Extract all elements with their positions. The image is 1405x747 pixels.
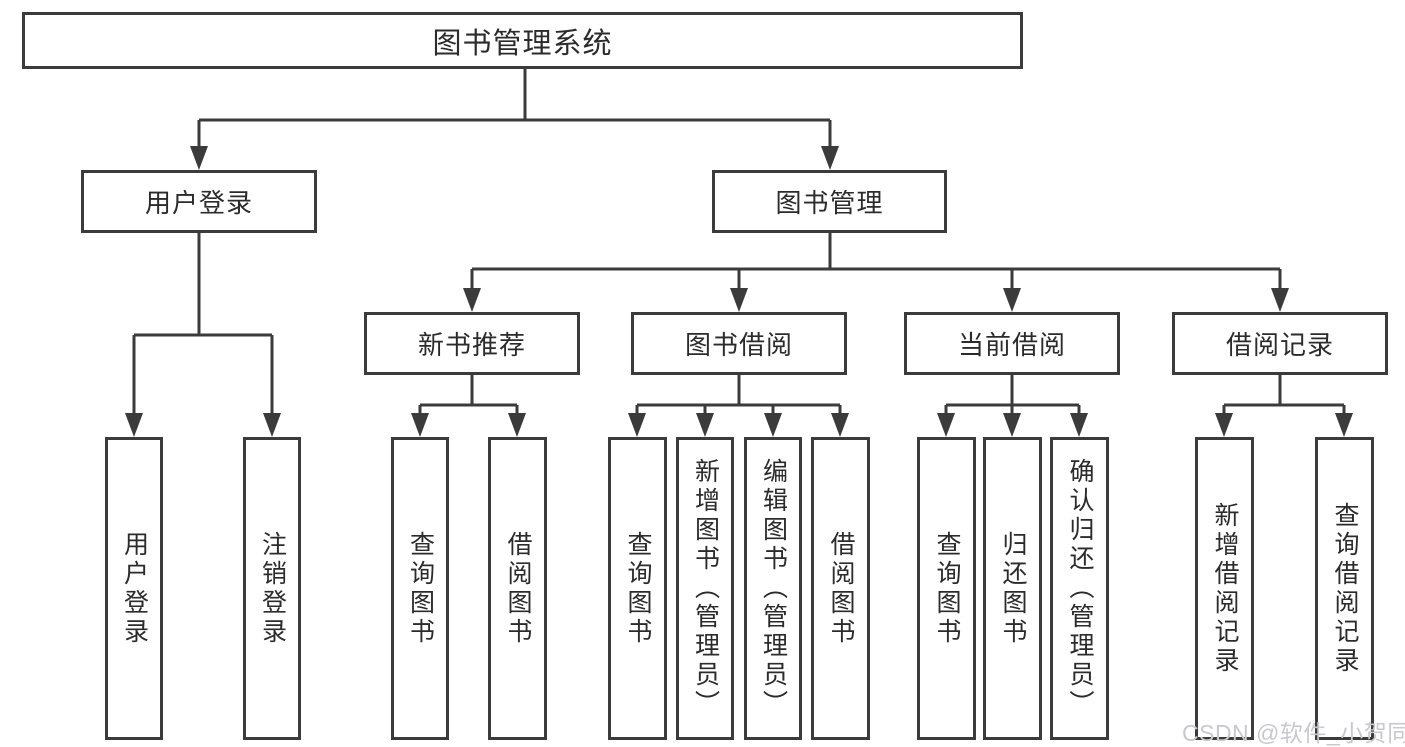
node-label: 图书管理系统 (432, 27, 613, 60)
arrow-down-icon (1070, 413, 1088, 437)
connector-current-borrow-to-leaves (944, 375, 1081, 420)
node-label: 查询图书 (624, 530, 652, 647)
arrow-down-icon (1003, 413, 1021, 437)
node-borrowing-records: 借阅记录 (1172, 312, 1388, 375)
node-label: 新增借阅记录 (1211, 501, 1239, 676)
node-label: 图书借阅 (684, 330, 793, 360)
node-label: 当前借阅 (957, 330, 1066, 360)
connector-book-mgmt-to-level3 (470, 233, 1282, 294)
node-current-borrowing: 当前借阅 (904, 312, 1120, 375)
arrow-down-icon (463, 288, 481, 312)
node-new-book-recommend: 新书推荐 (364, 312, 580, 375)
leaf-user-login: 用户登录 (105, 437, 163, 740)
node-label: 归还图书 (999, 530, 1027, 647)
connector-user-login-to-leaves (132, 233, 274, 420)
leaf-logout: 注销登录 (243, 437, 301, 740)
node-label: 查询借阅记录 (1331, 501, 1359, 676)
leaf-recommend-query-books: 查询图书 (391, 437, 449, 740)
node-label: 借阅记录 (1225, 330, 1334, 360)
node-label: 确认归还（管理员） (1066, 458, 1094, 719)
node-book-borrowing: 图书借阅 (631, 312, 847, 375)
leaf-borrowing-add-books-admin: 新增图书（管理员） (676, 437, 734, 740)
arrow-down-icon (1003, 288, 1021, 312)
connector-new-book-to-leaves (418, 375, 519, 420)
connector-book-borrow-to-leaves (635, 375, 842, 420)
leaf-recommend-borrow-books: 借阅图书 (488, 437, 547, 740)
arrow-down-icon (263, 413, 281, 437)
node-label: 编辑图书（管理员） (759, 458, 788, 719)
leaf-borrowing-borrow-books: 借阅图书 (811, 437, 870, 740)
leaf-current-confirm-return-admin: 确认归还（管理员） (1050, 437, 1109, 740)
arrowheads (125, 146, 1353, 437)
arrow-down-icon (1271, 288, 1289, 312)
arrow-down-icon (1215, 413, 1233, 437)
arrow-down-icon (1335, 413, 1353, 437)
arrow-down-icon (764, 413, 782, 437)
arrow-down-icon (821, 146, 839, 170)
csdn-watermark: CSDN @软件_小贺同学 (1182, 720, 1405, 746)
arrow-down-icon (696, 413, 714, 437)
node-label: 用户登录 (144, 188, 253, 218)
leaf-records-add-record: 新增借阅记录 (1195, 437, 1254, 740)
node-label: 注销登录 (258, 530, 287, 647)
arrow-down-icon (508, 413, 526, 437)
arrow-down-icon (125, 413, 143, 437)
node-label: 查询图书 (406, 530, 435, 647)
node-label: 借阅图书 (827, 530, 855, 647)
node-book-management: 图书管理 (712, 170, 947, 233)
arrow-down-icon (937, 413, 955, 437)
arrow-down-icon (831, 413, 849, 437)
leaf-records-query-record: 查询借阅记录 (1315, 437, 1374, 740)
leaf-current-query-books: 查询图书 (917, 437, 976, 740)
node-label: 用户登录 (120, 530, 149, 647)
node-label: 图书管理 (775, 188, 884, 218)
node-library-system: 图书管理系统 (22, 12, 1023, 69)
node-label: 查询图书 (933, 530, 961, 647)
connector-root-to-level2 (197, 69, 832, 152)
arrow-down-icon (628, 413, 646, 437)
arrow-down-icon (190, 146, 208, 170)
node-label: 新增图书（管理员） (691, 458, 720, 719)
node-label: 新书推荐 (417, 330, 526, 360)
arrow-down-icon (411, 413, 429, 437)
arrow-down-icon (730, 288, 748, 312)
connector-records-to-leaves (1222, 375, 1346, 420)
leaf-borrowing-edit-books-admin: 编辑图书（管理员） (744, 437, 802, 740)
node-label: 借阅图书 (504, 530, 532, 647)
leaf-current-return-books: 归还图书 (983, 437, 1042, 740)
leaf-borrowing-query-books: 查询图书 (608, 437, 667, 740)
node-user-login: 用户登录 (81, 170, 317, 233)
